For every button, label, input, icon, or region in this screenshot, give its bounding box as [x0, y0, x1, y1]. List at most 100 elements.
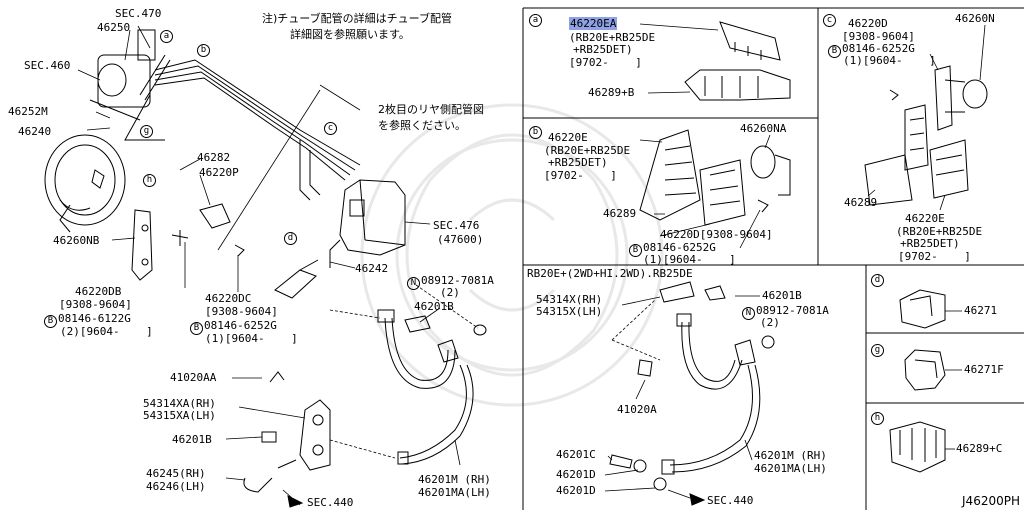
label-46252m[interactable]: 46252M	[8, 105, 48, 118]
label-46271f[interactable]: 46271F	[964, 363, 1004, 376]
panel-c-marker: c	[823, 12, 837, 27]
panel-rb-header: RB20E+(2WD+HI.2WD).RB25DE	[527, 267, 693, 280]
bolt-b-symbol-c: B	[828, 45, 841, 58]
label-46220d-b[interactable]: 46220D[9308-9604]	[660, 228, 773, 241]
watermark-emblem	[360, 103, 664, 407]
label-46220d-c[interactable]: 46220D	[848, 17, 888, 30]
caliper-bracket	[243, 371, 331, 493]
label-46201b-2[interactable]: 46201B	[172, 433, 212, 446]
drawing-id: J46200PH	[962, 494, 1020, 508]
callout-c-main[interactable]: c	[324, 120, 338, 135]
rear-note-line1: 2枚目のリヤ側配管図	[378, 103, 484, 116]
tube-note-line1: 注)チューブ配管の詳細はチューブ配管	[262, 12, 452, 25]
label-46220p[interactable]: 46220P	[199, 166, 239, 179]
panel-a-date: [9702- ]	[569, 56, 642, 69]
label-46201m-rb[interactable]: 46201M (RH)	[754, 449, 827, 462]
label-sec460[interactable]: SEC.460	[24, 59, 71, 72]
panel-a-drawing	[639, 21, 791, 101]
panel-d-marker: d	[871, 272, 885, 287]
label-46201b-rb[interactable]: 46201B	[762, 289, 802, 302]
label-54315x[interactable]: 54315X(LH)	[536, 305, 603, 318]
label-46246[interactable]: 46246(LH)	[146, 480, 206, 493]
panel-c-date2: [9702- ]	[898, 250, 971, 263]
label-46220e-c[interactable]: 46220E	[905, 212, 945, 225]
label-46260n[interactable]: 46260N	[955, 12, 995, 25]
label-41020a[interactable]: 41020A	[617, 403, 657, 416]
bolt-b-symbol-b: B	[629, 244, 642, 257]
panel-g-marker: g	[871, 342, 885, 357]
panel-rb-drawing	[604, 281, 775, 499]
panel-b-date: [9702- ]	[544, 169, 617, 182]
label-46201d-2[interactable]: 46201D	[556, 484, 596, 497]
label-54314x[interactable]: 54314X(RH)	[536, 293, 603, 306]
panel-a-engine-line1: (RB20E+RB25DE	[569, 31, 656, 44]
label-54314xa[interactable]: 54314XA(RH)	[143, 397, 216, 410]
label-46220e-b[interactable]: 46220E	[548, 131, 588, 144]
label-46250[interactable]: 46250	[97, 21, 131, 34]
panel-a-marker: a	[529, 12, 543, 27]
callout-h-main[interactable]: h	[143, 172, 157, 187]
left-mounting-parts	[131, 203, 319, 299]
tube-note-line2: 詳細図を参照願います。	[290, 28, 410, 41]
highlighted-part-46220ea: 46220EA	[569, 17, 618, 30]
panel-a-engine-line2: +RB25DET)	[573, 43, 633, 56]
label-nut-7081a-qty: (2)	[440, 286, 460, 299]
label-46289-b[interactable]: 46289	[603, 207, 637, 220]
label-46289-c[interactable]: 46289	[844, 196, 878, 209]
label-sec476[interactable]: SEC.476	[433, 219, 480, 232]
label-46220dc-date: [9308-9604]	[205, 305, 278, 318]
callout-a-main[interactable]: a	[160, 28, 174, 43]
label-41020aa[interactable]: 41020AA	[170, 371, 217, 384]
label-46260na[interactable]: 46260NA	[740, 122, 787, 135]
bolt-b2-symbol: B	[190, 322, 203, 335]
label-46201ma-rb[interactable]: 46201MA(LH)	[754, 462, 827, 475]
label-54315xa[interactable]: 54315XA(LH)	[143, 409, 216, 422]
panel-b-engine-line2: +RB25DET)	[548, 156, 608, 169]
label-46201d-1[interactable]: 46201D	[556, 468, 596, 481]
panel-c-engine-line2: +RB25DET)	[900, 237, 960, 250]
label-46220db[interactable]: 46220DB	[75, 285, 122, 298]
label-46240[interactable]: 46240	[18, 125, 52, 138]
label-46245[interactable]: 46245(RH)	[146, 467, 206, 480]
bolt-6252g-number: 08146-6252G	[204, 319, 277, 332]
label-46220dc[interactable]: 46220DC	[205, 292, 252, 305]
callout-b-main[interactable]: b	[197, 42, 211, 57]
panel-b-engine-line1: (RB20E+RB25DE	[544, 144, 631, 157]
label-46289b[interactable]: 46289+B	[588, 86, 635, 99]
label-sec470[interactable]: SEC.470	[115, 7, 162, 20]
label-sec476-sub: (47600)	[437, 233, 484, 246]
label-46201c[interactable]: 46201C	[556, 448, 596, 461]
label-46201b[interactable]: 46201B	[414, 300, 454, 313]
brake-tubes-main	[139, 54, 361, 201]
callout-d-main[interactable]: d	[284, 230, 298, 245]
label-46201m[interactable]: 46201M (RH)	[418, 473, 491, 486]
panel-b-drawing	[639, 129, 791, 249]
callout-g-main[interactable]: g	[140, 123, 154, 138]
label-46201ma[interactable]: 46201MA(LH)	[418, 486, 491, 499]
nut-7081a-number: 08912-7081A	[421, 274, 494, 287]
front-hoses	[377, 309, 487, 465]
label-sec440-rb[interactable]: SEC.440	[707, 494, 754, 507]
label-46271[interactable]: 46271	[964, 304, 998, 317]
label-sec440-left[interactable]: SEC.440	[307, 496, 354, 509]
sec440-arrows	[287, 493, 706, 508]
label-46260nb[interactable]: 46260NB	[53, 234, 100, 247]
panel-c-date: [9308-9604]	[842, 30, 915, 43]
panel-frames	[522, 7, 1024, 510]
label-46282[interactable]: 46282	[197, 151, 231, 164]
label-46242[interactable]: 46242	[355, 262, 389, 275]
label-bolt-6252g-qty: (1)[9604- ]	[205, 332, 298, 345]
label-46220ea[interactable]: 46220EA	[569, 17, 618, 30]
leader-lines-main	[77, 25, 479, 506]
label-bolt-6252g-c-qty: (1)[9604- ]	[843, 54, 936, 67]
label-46289c[interactable]: 46289+C	[956, 442, 1003, 455]
panel-c-drawing	[864, 24, 988, 211]
panel-b-marker: b	[529, 124, 543, 139]
